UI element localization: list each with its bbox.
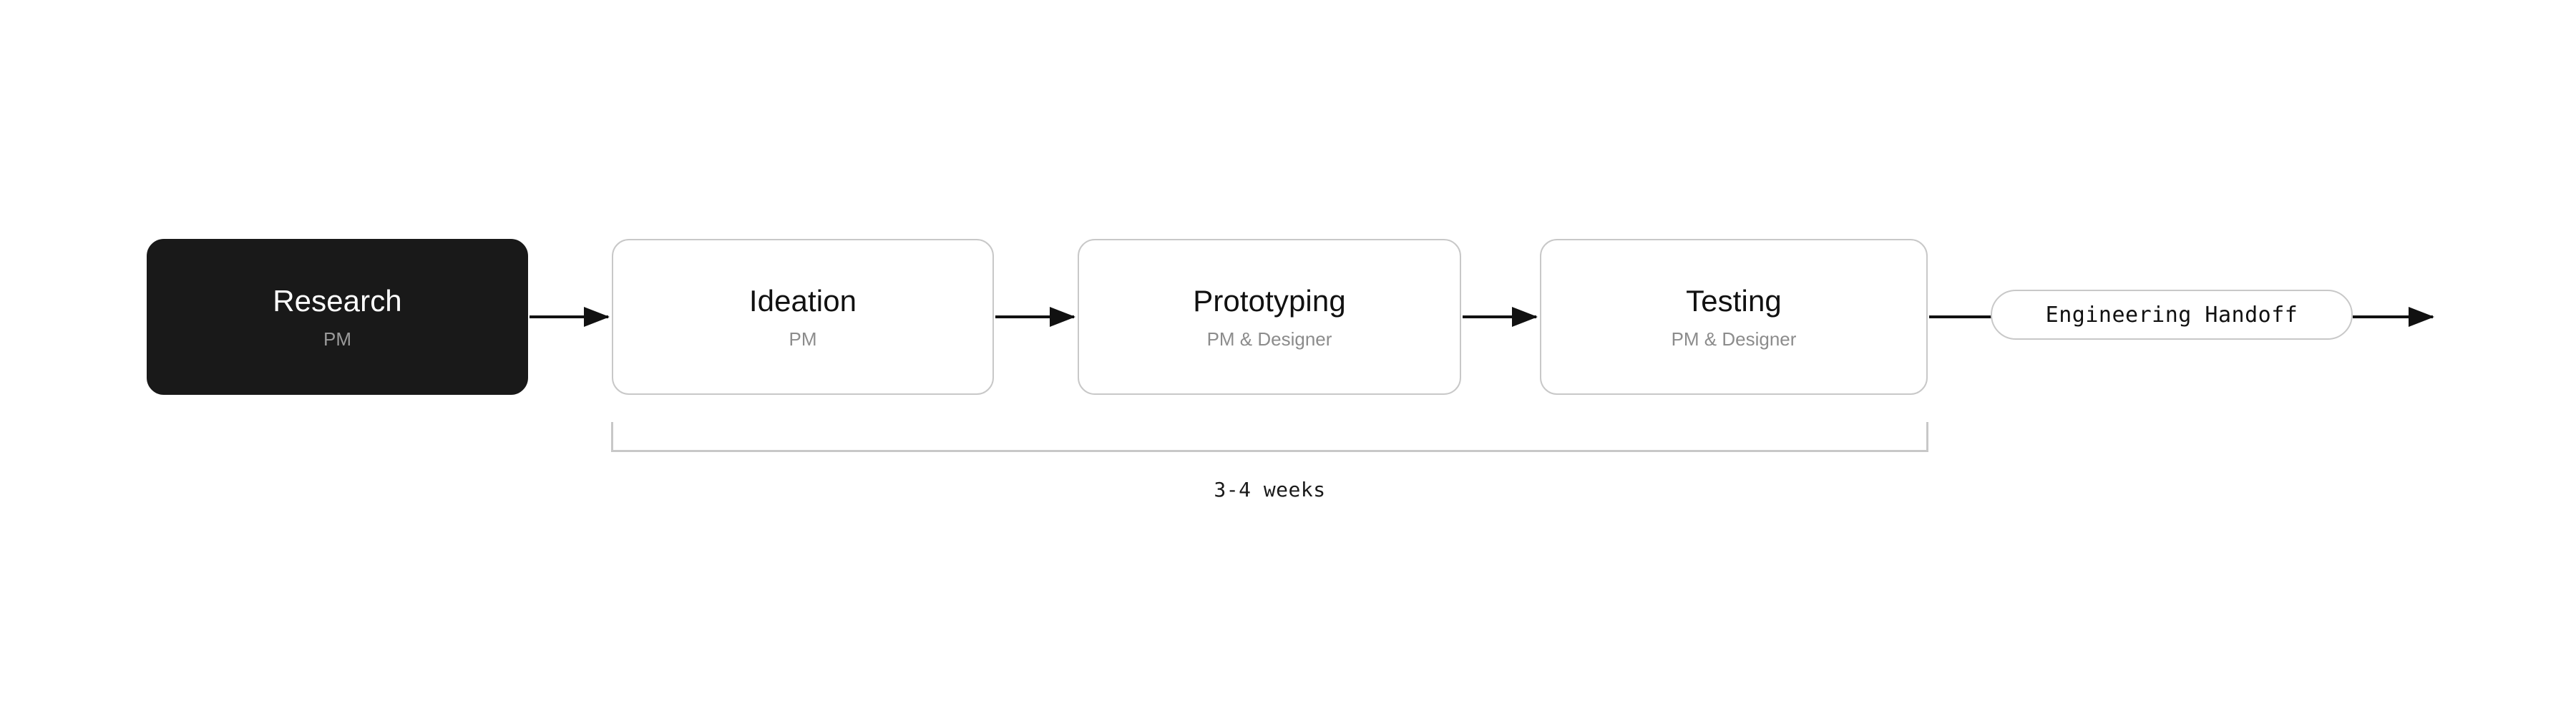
process-step-research[interactable]: Research PM (147, 239, 528, 395)
engineering-handoff-pill[interactable]: Engineering Handoff (1991, 290, 2353, 340)
engineering-handoff-label: Engineering Handoff (2045, 302, 2298, 328)
step-role: PM & Designer (1671, 328, 1797, 350)
step-role: PM & Designer (1206, 328, 1332, 350)
step-title: Prototyping (1193, 283, 1346, 318)
duration-bracket (611, 422, 1928, 452)
step-role: PM (789, 328, 817, 350)
process-step-prototyping[interactable]: Prototyping PM & Designer (1078, 239, 1461, 395)
duration-label: 3-4 weeks (1214, 478, 1326, 501)
step-title: Testing (1686, 283, 1782, 318)
step-role: PM (323, 328, 351, 350)
process-step-ideation[interactable]: Ideation PM (612, 239, 994, 395)
step-title: Research (273, 283, 402, 318)
step-title: Ideation (748, 283, 857, 318)
process-step-testing[interactable]: Testing PM & Designer (1540, 239, 1928, 395)
